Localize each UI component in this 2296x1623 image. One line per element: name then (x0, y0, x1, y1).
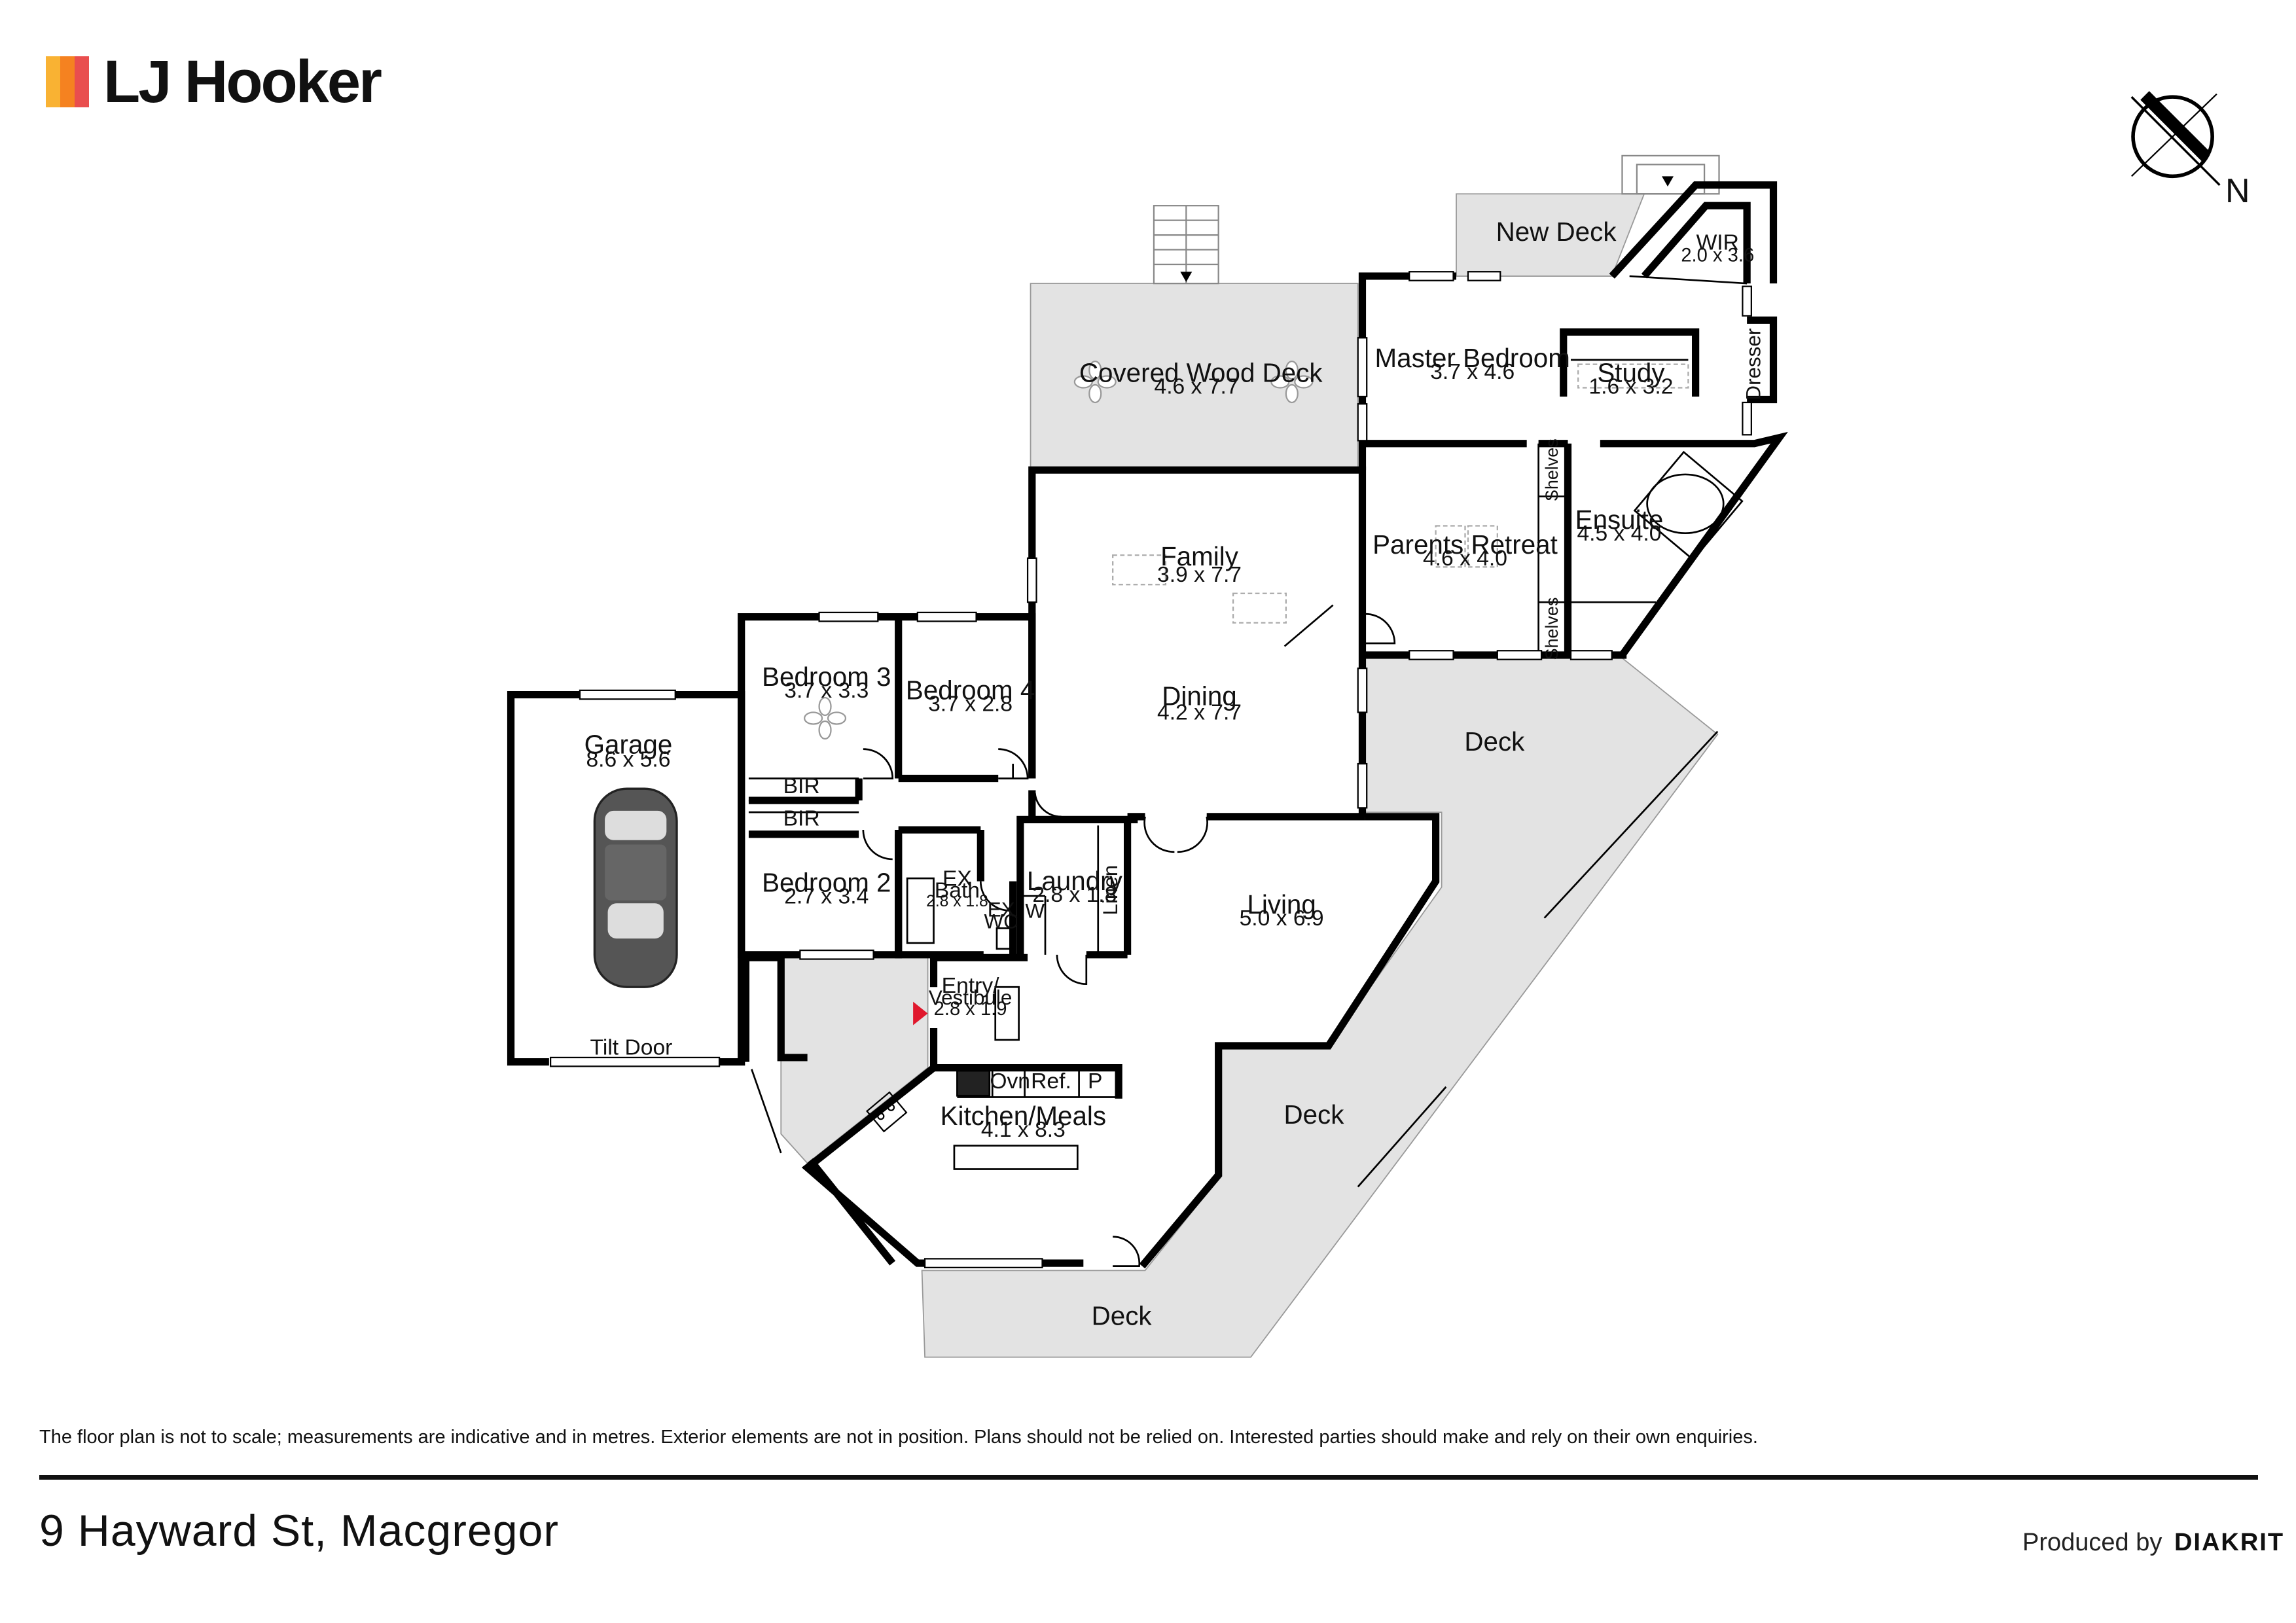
stairs-arrow-icon (1180, 272, 1193, 282)
property-address: 9 Hayward St, Macgregor (39, 1506, 559, 1556)
footer-divider (39, 1475, 2258, 1480)
dim-garage: 8.6 x 5.6 (586, 748, 670, 772)
dim-family: 3.9 x 7.7 (1157, 563, 1242, 587)
deck-areas (780, 193, 1719, 1358)
label-bir2: BIR (783, 806, 820, 830)
label-tilt-door: Tilt Door (590, 1035, 673, 1060)
label-laundry: Laundry (1027, 866, 1123, 896)
door-bath (979, 881, 1011, 912)
dim-ensuite: 4.5 x 4.0 (1577, 522, 1661, 546)
brand-name: LJ Hooker (103, 48, 382, 115)
door-kitchen (1113, 1236, 1141, 1267)
label-living: Living (1247, 889, 1316, 919)
doors (751, 604, 1396, 1267)
compass-north-label: N (2225, 172, 2250, 210)
door-bed4 (998, 748, 1029, 779)
logo-bar-orange (60, 56, 75, 107)
thin-lines (748, 275, 1748, 1188)
label-entry-1: Entry/ (942, 974, 999, 998)
dim-ex-bath: 2.8 x 1.8 (926, 893, 988, 910)
fan-icon-2 (1270, 360, 1314, 404)
windows (549, 271, 1752, 1268)
label-p: P (1088, 1069, 1102, 1094)
dim-dining: 4.2 x 7.7 (1157, 701, 1242, 725)
disclaimer: The floor plan is not to scale; measurem… (39, 1427, 1758, 1448)
label-ref: Ref. (1031, 1069, 1071, 1094)
dim-study: 1.6 x 3.2 (1588, 374, 1673, 399)
label-master: Master Bedroom (1375, 343, 1570, 373)
ceiling-fan-icons (804, 360, 1314, 740)
east-deck-area (921, 657, 1719, 1358)
label-deck-east: Deck (1464, 726, 1525, 757)
dim-entry: 2.8 x 1.9 (934, 999, 1007, 1020)
door-parents (1365, 613, 1396, 645)
label-w: W (1025, 900, 1045, 923)
label-covered-deck: Covered Wood Deck (1079, 358, 1323, 388)
dim-laundry: 2.8 x 1.8 (1032, 883, 1117, 907)
produced-by-label: Produced by (2022, 1529, 2162, 1556)
dim-master: 3.7 x 4.6 (1430, 360, 1515, 384)
dim-bedroom2: 2.7 x 3.4 (784, 884, 869, 908)
car-icon (593, 787, 678, 988)
label-entry-2: Vestibule (929, 986, 1012, 1009)
spa-bath (1646, 473, 1725, 535)
stairs-arrow-icon-2 (1662, 176, 1674, 187)
door-family-2 (1177, 816, 1208, 853)
label-new-deck: New Deck (1496, 217, 1617, 247)
room-labels: New Deck WIR 2.0 x 3.6 Covered Wood Deck… (584, 217, 1765, 1330)
dim-wir: 2.0 x 3.6 (1681, 245, 1754, 266)
fan-icon-3 (804, 696, 847, 740)
label-shelves-top: Shelves (1542, 438, 1562, 501)
label-parents: Parents Retreat (1372, 529, 1558, 560)
produced-by: Produced by DIAKRIT (2022, 1529, 2284, 1557)
walls (507, 181, 1788, 1269)
producer-logo: DIAKRIT (2174, 1529, 2285, 1556)
label-linen: Linen (1099, 865, 1122, 916)
label-ex-bath-1: EX (942, 866, 972, 891)
door-family (1143, 816, 1175, 853)
label-garage: Garage (584, 729, 673, 759)
door-hall (1033, 793, 1062, 818)
label-deck-mid: Deck (1283, 1099, 1344, 1130)
label-ex-wc-1: EX (988, 898, 1015, 921)
label-shelves-bottom: Shelves (1542, 597, 1562, 660)
label-bedroom3: Bedroom 3 (762, 662, 891, 692)
dim-covered-deck: 4.6 x 7.7 (1155, 374, 1239, 399)
kitchen-sink-icon (866, 1091, 908, 1133)
door-bed3 (863, 748, 894, 779)
skylights (1112, 363, 1689, 624)
label-bedroom4: Bedroom 4 (906, 675, 1035, 705)
label-family: Family (1160, 541, 1239, 571)
label-deck-south: Deck (1092, 1300, 1153, 1330)
dim-kitchen: 4.1 x 8.3 (981, 1118, 1066, 1142)
brand-logo: LJ Hooker (46, 48, 382, 115)
label-bedroom2: Bedroom 2 (762, 867, 891, 897)
dim-bedroom3: 3.7 x 3.3 (784, 679, 869, 703)
logo-bar-yellow (46, 56, 60, 107)
label-dining: Dining (1162, 681, 1236, 711)
label-ex-wc-2: WC (984, 910, 1018, 933)
label-bir1: BIR (783, 774, 820, 798)
label-dresser: Dresser (1742, 329, 1765, 401)
label-wir: WIR (1696, 231, 1739, 255)
label-ovn: Ovn (990, 1069, 1030, 1094)
logo-bars (46, 56, 89, 107)
fan-icon-1 (1073, 360, 1117, 404)
stairs (1153, 154, 1720, 285)
compass-icon (2130, 91, 2221, 186)
door-laundry (1056, 954, 1088, 986)
entry-marker-icon (913, 1001, 928, 1026)
label-study: Study (1597, 358, 1665, 388)
dim-bedroom4: 3.7 x 2.8 (928, 692, 1013, 716)
label-kitchen: Kitchen/Meals (941, 1101, 1107, 1131)
door-bed2 (862, 830, 893, 861)
label-ex-bath-2: Bath (935, 878, 980, 902)
label-ensuite: Ensuite (1575, 505, 1664, 535)
dim-living: 5.0 x 6.9 (1240, 906, 1324, 931)
dim-parents: 4.6 x 4.0 (1423, 546, 1507, 571)
logo-bar-red (75, 56, 89, 107)
